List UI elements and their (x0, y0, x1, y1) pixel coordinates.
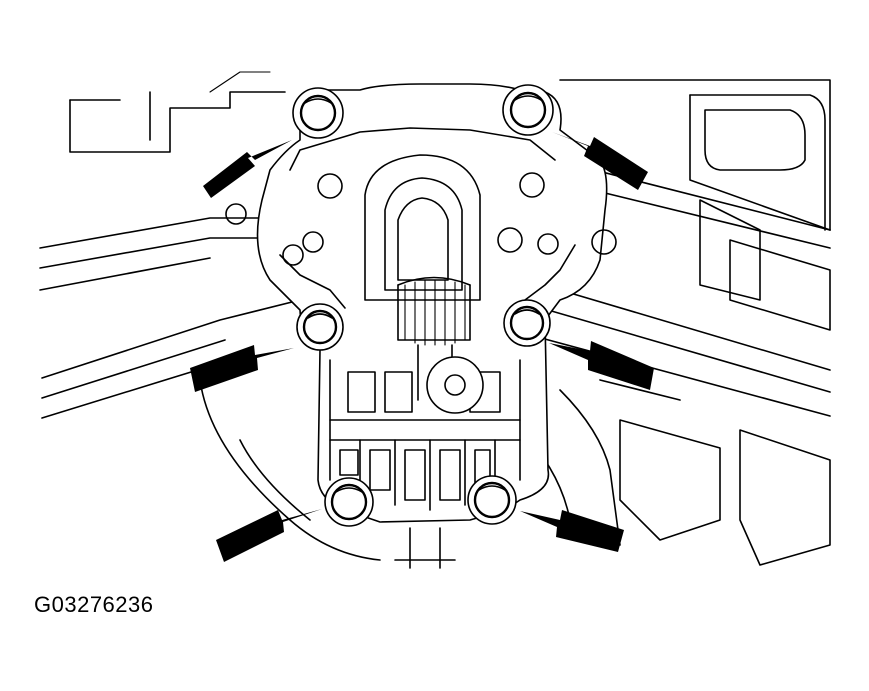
figure-id-label: G03276236 (34, 592, 154, 617)
bolt-top-left (292, 87, 344, 139)
bolt-mid-left (296, 303, 344, 351)
bolt-bottom-right (467, 475, 517, 525)
arrow-mid-right (549, 341, 654, 390)
bolt-top-right (502, 84, 554, 136)
bolts (292, 84, 554, 527)
cover-plate (225, 83, 617, 523)
transmission-housing (39, 71, 831, 569)
arrow-top-right (552, 132, 648, 190)
bolt-mid-right (503, 299, 551, 347)
callout-arrows (190, 132, 654, 562)
bolt-bottom-left (324, 477, 374, 527)
arrow-bottom-left (216, 509, 322, 562)
arrow-bottom-right (520, 510, 624, 552)
arrow-top-left (203, 140, 292, 198)
arrow-mid-left (190, 345, 294, 392)
